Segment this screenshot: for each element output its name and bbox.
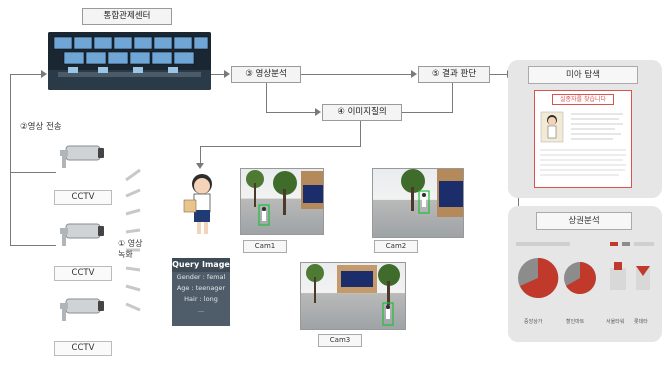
commercial-analysis-title: 상권분석	[536, 212, 632, 230]
legend-bar	[516, 242, 654, 246]
query-attr-hair: Hair : long	[184, 295, 218, 303]
control-center-image	[48, 32, 211, 90]
cam1-scene	[240, 168, 324, 235]
arrow-head	[224, 70, 230, 78]
step-video-analysis: ③ 영상분석	[231, 66, 301, 83]
connector-query-down	[360, 121, 361, 147]
missing-card-description	[540, 149, 626, 176]
missing-person-card: 실종자를 찾습니다	[534, 90, 632, 188]
recording-rays	[118, 160, 148, 334]
arrow-head	[196, 163, 204, 169]
connector-query-left	[200, 146, 361, 147]
cam2-scene	[372, 168, 464, 238]
connector-result-to-panel	[490, 74, 508, 75]
step-result-judgment: ⑤ 결과 판단	[418, 66, 490, 83]
cctv-camera-icon	[58, 140, 108, 174]
arrow-head	[411, 70, 417, 78]
commercial-pie-charts	[516, 242, 654, 298]
connector-bus-to-center	[10, 74, 42, 75]
cam1-label: Cam1	[243, 240, 287, 253]
query-image-card: Query Image Gender : femal Age : teenage…	[172, 258, 230, 326]
arrow-head	[315, 108, 321, 116]
missing-card-title: 실종자를 찾습니다	[552, 94, 614, 105]
cctv-camera-icon	[58, 293, 108, 327]
query-attr-age: Age : teenager	[176, 284, 226, 292]
connector-bus-cctv1	[10, 172, 56, 173]
missing-search-title: 미아 탐색	[528, 66, 638, 84]
cctv-camera-icon	[58, 218, 108, 252]
connector-bus-cctv2	[10, 245, 56, 246]
arrow-head	[41, 70, 47, 78]
category-seoul-tower: 서울타워	[606, 319, 625, 325]
cam3-scene	[300, 262, 406, 330]
connector-query-up-vertical	[452, 83, 453, 113]
connector-center-to-analysis	[211, 74, 225, 75]
pie-lotte	[636, 266, 650, 290]
connector-analysis-to-result	[301, 74, 411, 75]
query-image-title: Query Image	[172, 258, 230, 272]
pie-seoul-tower	[610, 262, 626, 290]
commercial-chart-area: 중앙상가 할인마트 서울타워 롯데타	[514, 238, 658, 336]
cam2-label: Cam2	[374, 240, 418, 253]
category-central-mall: 중앙상가	[524, 319, 543, 325]
missing-card-illustration	[540, 111, 623, 143]
category-lotte: 롯데타	[634, 319, 648, 325]
control-center-title: 통합관제센터	[82, 8, 172, 25]
cctv-label: CCTV	[54, 190, 112, 205]
cctv-label: CCTV	[54, 341, 112, 356]
cam3-label: Cam3	[318, 334, 362, 347]
connector-to-query	[266, 112, 316, 113]
category-discount-mart: 할인마트	[566, 319, 585, 325]
query-attr-more: ...	[197, 306, 205, 314]
step-video-transmit: ②영상 전송	[20, 122, 62, 132]
cctv-label: CCTV	[54, 266, 112, 281]
query-person-illustration	[178, 170, 224, 244]
query-attr-gender: Gender : femal	[176, 273, 226, 281]
control-room-illustration	[48, 32, 211, 90]
connector-query-up	[402, 112, 452, 113]
connector-cctv-bus	[10, 74, 11, 246]
connector-to-person	[200, 146, 201, 164]
connector-analysis-down	[266, 83, 267, 113]
step-record: ① 영상 녹화	[118, 239, 143, 259]
step-image-query: ④ 이미지질의	[322, 104, 402, 121]
